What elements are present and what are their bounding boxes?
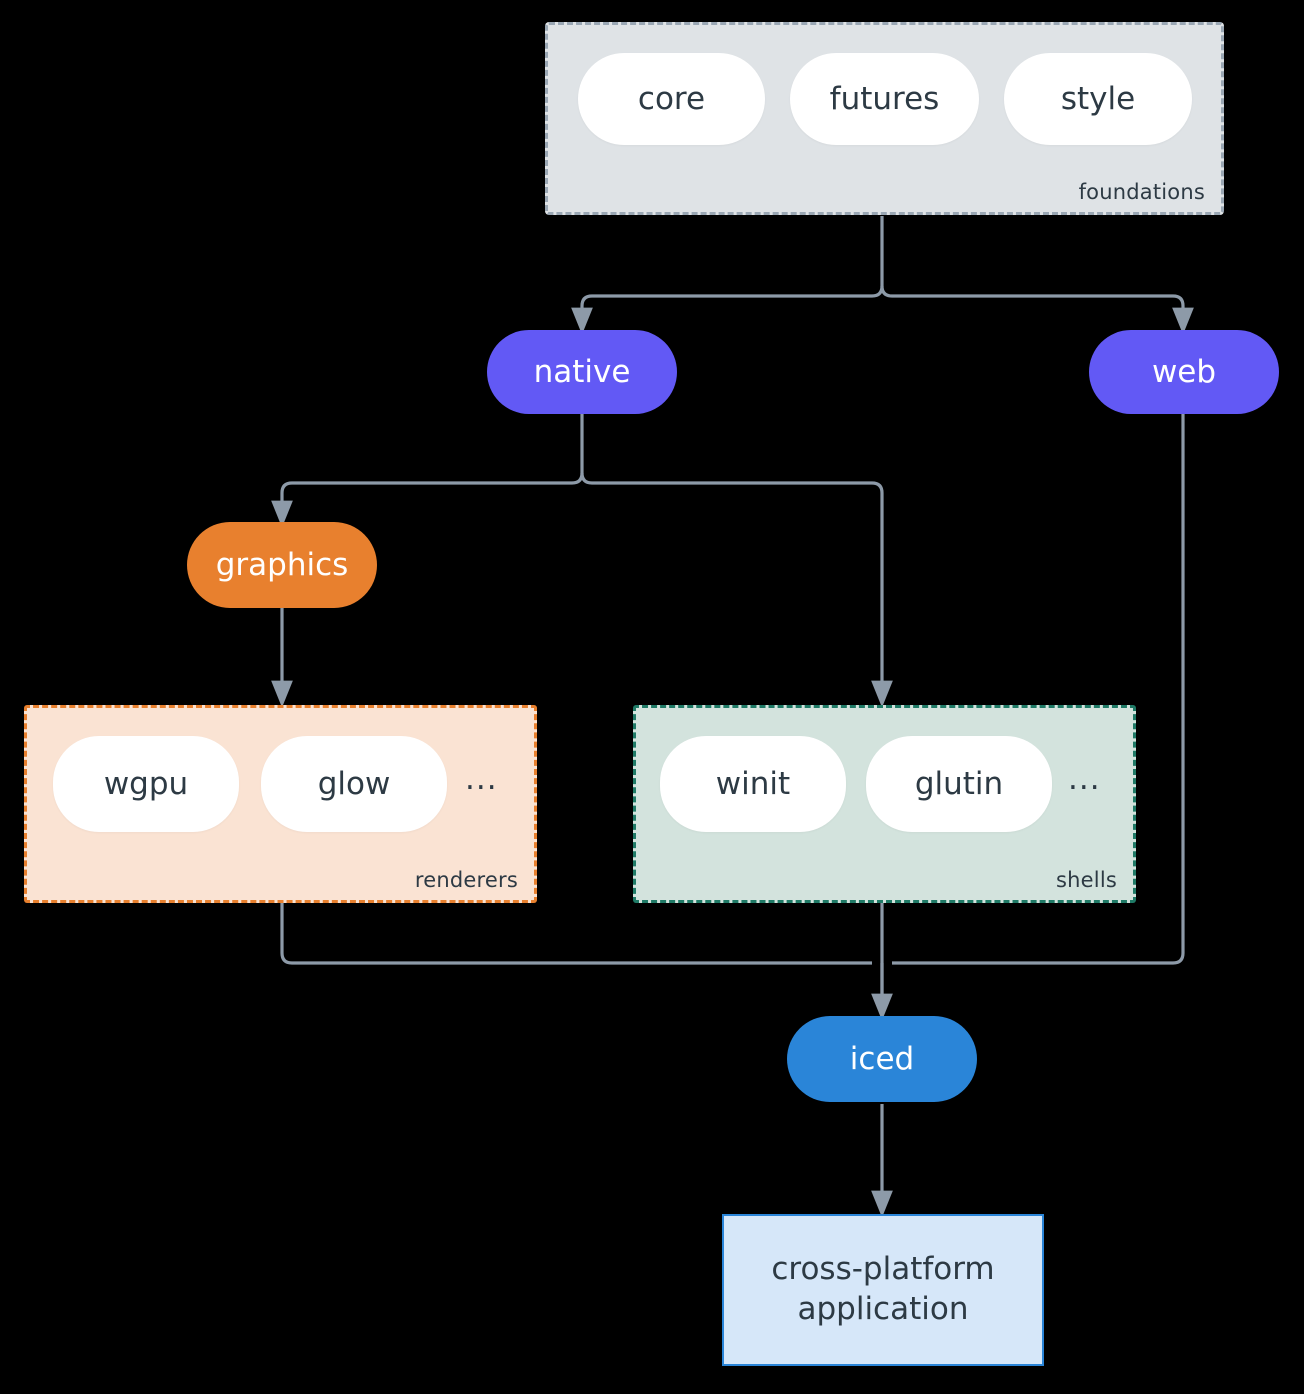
leaf-winit-label: winit	[715, 766, 791, 802]
foundations-items: core futures style	[578, 53, 1192, 145]
renderers-items: wgpu glow ...	[53, 736, 498, 832]
edge-native-to-graphics	[271, 472, 584, 528]
edge-renderers-to-iced	[280, 903, 872, 965]
leaf-futures-label: futures	[829, 81, 940, 117]
leaf-glow-label: glow	[317, 766, 391, 802]
edge-web-to-iced	[892, 412, 1185, 965]
group-label-shells: shells	[1056, 868, 1117, 892]
group-shells: winit glutin ... shells	[633, 705, 1136, 903]
node-native[interactable]: native	[487, 330, 677, 414]
group-renderers: wgpu glow ... renderers	[24, 705, 537, 903]
application-label-line1: cross-platform	[771, 1251, 995, 1288]
shells-items: winit glutin ...	[660, 736, 1101, 832]
node-web-label: web	[1151, 354, 1217, 390]
leaf-glutin-label: glutin	[914, 766, 1004, 802]
leaf-wgpu-label: wgpu	[103, 766, 189, 802]
leaf-core-label: core	[637, 81, 706, 117]
node-iced-label: iced	[849, 1041, 915, 1077]
node-web[interactable]: web	[1089, 330, 1279, 414]
leaf-glow[interactable]: glow	[261, 736, 447, 832]
node-application[interactable]: cross-platform application	[722, 1214, 1044, 1366]
edge-native-to-shells	[580, 472, 893, 708]
edge-foundations-to-native	[571, 285, 884, 335]
shells-more-ellipsis: ...	[1068, 760, 1101, 797]
leaf-wgpu[interactable]: wgpu	[53, 736, 239, 832]
leaf-glutin[interactable]: glutin	[866, 736, 1052, 832]
node-iced[interactable]: iced	[787, 1016, 977, 1102]
group-label-foundations: foundations	[1078, 180, 1205, 204]
edge-foundations-to-web	[880, 285, 1194, 335]
group-label-renderers: renderers	[414, 868, 518, 892]
application-label: cross-platform application	[771, 1250, 994, 1329]
application-label-line2: application	[797, 1291, 969, 1327]
leaf-core[interactable]: core	[578, 53, 765, 145]
leaf-style[interactable]: style	[1004, 53, 1192, 145]
node-graphics-label: graphics	[215, 547, 349, 583]
leaf-winit[interactable]: winit	[660, 736, 846, 832]
node-native-label: native	[533, 354, 631, 390]
group-foundations: core futures style foundations	[545, 22, 1224, 215]
leaf-futures[interactable]: futures	[790, 53, 979, 145]
leaf-style-label: style	[1060, 81, 1136, 117]
renderers-more-ellipsis: ...	[465, 760, 498, 797]
node-graphics[interactable]: graphics	[187, 522, 377, 608]
